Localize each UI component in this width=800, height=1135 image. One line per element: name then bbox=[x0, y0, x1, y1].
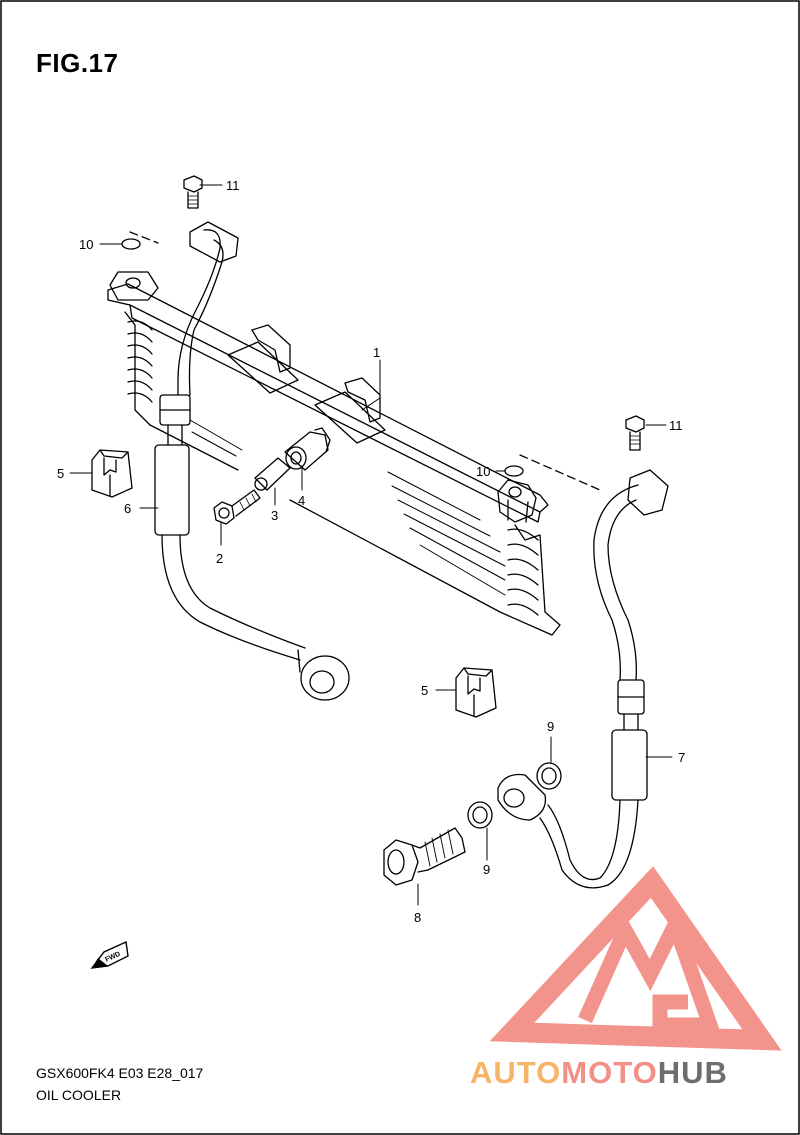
callout-11-right: 11 bbox=[669, 418, 683, 433]
automotohub-logo bbox=[489, 866, 782, 1051]
callout-6: 6 bbox=[124, 501, 131, 516]
callout-1: 1 bbox=[373, 345, 380, 360]
callout-7: 7 bbox=[678, 750, 685, 765]
watermark-part-moto: MOTO bbox=[561, 1055, 657, 1090]
watermark-wordmark: AUTOMOTOHUB bbox=[470, 1055, 728, 1090]
figure-title: FIG.17 bbox=[36, 48, 119, 78]
collar-3 bbox=[254, 457, 291, 491]
o-ring-10-left bbox=[121, 238, 141, 250]
gasket-9-upper bbox=[536, 762, 562, 790]
union-bolt-8 bbox=[383, 827, 466, 886]
callout-5-left: 5 bbox=[57, 466, 64, 481]
watermark-part-auto: AUTO bbox=[470, 1055, 561, 1090]
o-ring-10-right bbox=[504, 465, 524, 477]
callout-5-right: 5 bbox=[421, 683, 428, 698]
callout-4: 4 bbox=[298, 493, 305, 508]
model-code: GSX600FK4 E03 E28_017 bbox=[36, 1065, 204, 1081]
hose-clamp-5-right bbox=[455, 667, 497, 718]
callout-labels: 1 2 3 4 5 5 6 7 8 9 9 10 10 11 11 bbox=[57, 178, 685, 925]
callout-10-right: 10 bbox=[476, 464, 490, 479]
callout-9-upper: 9 bbox=[547, 719, 554, 734]
callout-10-left: 10 bbox=[79, 237, 93, 252]
callout-9-lower: 9 bbox=[483, 862, 490, 877]
watermark-part-hub: HUB bbox=[658, 1055, 728, 1090]
figure-caption: OIL COOLER bbox=[36, 1087, 122, 1103]
gasket-9-lower bbox=[467, 801, 493, 829]
oil-cooler-radiator bbox=[107, 231, 601, 636]
callout-3: 3 bbox=[271, 508, 278, 523]
hose-clamp-5-left bbox=[91, 449, 133, 498]
fwd-arrow-icon: FWD bbox=[90, 940, 129, 969]
callout-8: 8 bbox=[414, 910, 421, 925]
grommet-4 bbox=[284, 427, 331, 471]
leader-lines bbox=[69, 184, 673, 906]
bolt-11-right bbox=[625, 415, 645, 451]
oil-hose-6 bbox=[154, 221, 350, 701]
callout-2: 2 bbox=[216, 551, 223, 566]
bolt-11-left bbox=[183, 175, 203, 209]
callout-11-upper: 11 bbox=[226, 178, 240, 193]
bolt-2 bbox=[213, 489, 261, 525]
oil-hose-7 bbox=[497, 469, 669, 889]
